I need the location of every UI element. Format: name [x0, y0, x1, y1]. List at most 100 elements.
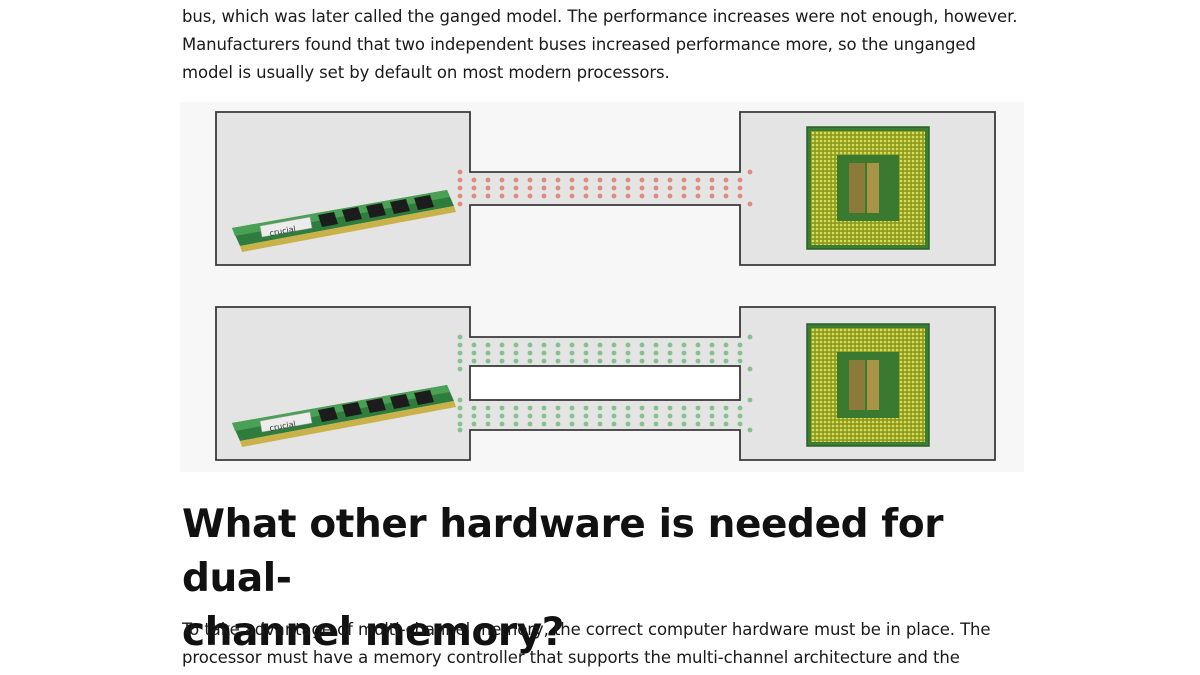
- bus-dot: [737, 358, 743, 364]
- bus-dot: [569, 342, 575, 348]
- bus-dot: [747, 334, 753, 340]
- bus-dot: [471, 342, 477, 348]
- bus-dot: [499, 405, 505, 411]
- bus-dot: [555, 193, 561, 199]
- bus-dot: [681, 405, 687, 411]
- bus-dot: [639, 350, 645, 356]
- bus-dot: [737, 421, 743, 427]
- bus-dot: [457, 201, 463, 207]
- bus-dot: [653, 413, 659, 419]
- bus-dot: [457, 334, 463, 340]
- intro-line-2: Manufacturers found that two independent…: [182, 35, 976, 54]
- bus-dot: [695, 177, 701, 183]
- bus-dot: [597, 342, 603, 348]
- bus-dot: [723, 421, 729, 427]
- dual-channel-panel: crucial: [215, 306, 996, 461]
- bus-dot: [723, 413, 729, 419]
- bus-dot: [737, 342, 743, 348]
- heading-line-1: What other hardware is needed for dual-: [182, 502, 944, 601]
- bus-dot: [485, 185, 491, 191]
- bus-dot: [499, 185, 505, 191]
- bus-dot: [639, 342, 645, 348]
- bus-dot: [709, 358, 715, 364]
- bus-dot: [527, 185, 533, 191]
- bus-dot: [681, 421, 687, 427]
- bus-dot: [471, 405, 477, 411]
- bus-dot: [541, 342, 547, 348]
- bus-dot: [569, 193, 575, 199]
- bus-dot: [457, 397, 463, 403]
- bus-dot: [527, 421, 533, 427]
- bus-dot: [747, 169, 753, 175]
- bus-dot: [625, 177, 631, 183]
- outro-paragraph: To take advantage of multi-channel memor…: [182, 616, 1032, 672]
- bus-dot: [709, 413, 715, 419]
- bus-dot: [597, 405, 603, 411]
- bus-dot: [457, 405, 463, 411]
- bus-dot: [499, 413, 505, 419]
- bus-dot: [709, 177, 715, 183]
- bus-dot: [597, 358, 603, 364]
- bus-dot: [527, 350, 533, 356]
- bus-dot: [471, 421, 477, 427]
- bus-dot: [695, 350, 701, 356]
- bus-dot: [541, 185, 547, 191]
- bus-dot: [625, 413, 631, 419]
- bus-dot: [499, 358, 505, 364]
- bus-dot: [695, 185, 701, 191]
- bus-dot: [457, 358, 463, 364]
- bus-dot: [747, 366, 753, 372]
- bus-dot: [695, 405, 701, 411]
- bus-dot: [583, 405, 589, 411]
- bus-dot: [555, 350, 561, 356]
- bus-dot: [499, 421, 505, 427]
- bus-dot: [527, 405, 533, 411]
- bus-dot: [569, 413, 575, 419]
- bus-dot: [611, 421, 617, 427]
- bus-dot: [681, 350, 687, 356]
- bus-dot: [709, 185, 715, 191]
- bus-dot: [555, 185, 561, 191]
- bus-dot: [583, 185, 589, 191]
- bus-dot: [513, 350, 519, 356]
- bus-dot: [639, 193, 645, 199]
- bus-dot: [457, 421, 463, 427]
- bus-dot: [611, 342, 617, 348]
- bus-dot: [555, 342, 561, 348]
- bus-dot: [611, 350, 617, 356]
- bus-dot: [527, 177, 533, 183]
- bus-dot: [723, 185, 729, 191]
- bus-dot: [583, 421, 589, 427]
- bus-dot: [737, 193, 743, 199]
- bus-dot: [681, 342, 687, 348]
- bus-dot: [485, 193, 491, 199]
- bus-dot: [541, 350, 547, 356]
- bus-dot: [611, 185, 617, 191]
- bus-dot: [513, 177, 519, 183]
- bus-dot: [611, 413, 617, 419]
- bus-dot: [513, 193, 519, 199]
- bus-dot: [555, 358, 561, 364]
- bus-dot: [723, 350, 729, 356]
- bus-dot: [667, 185, 673, 191]
- bus-dot: [625, 342, 631, 348]
- bus-dot: [471, 350, 477, 356]
- bus-dot: [457, 185, 463, 191]
- bus-dot: [471, 185, 477, 191]
- section-heading: What other hardware is needed for dual- …: [182, 498, 1042, 660]
- bus-dot: [639, 358, 645, 364]
- bus-dot: [471, 193, 477, 199]
- bus-dot: [471, 177, 477, 183]
- bus-dot: [527, 413, 533, 419]
- bus-dot: [667, 177, 673, 183]
- bus-dot: [737, 350, 743, 356]
- bus-dot: [639, 405, 645, 411]
- intro-line-3: model is usually set by default on most …: [182, 63, 670, 82]
- bus-dot: [653, 421, 659, 427]
- bus-dot: [695, 413, 701, 419]
- bus-dot: [471, 358, 477, 364]
- bus-dot: [541, 413, 547, 419]
- bus-dot: [747, 201, 753, 207]
- bus-dot: [709, 193, 715, 199]
- bus-dot: [723, 193, 729, 199]
